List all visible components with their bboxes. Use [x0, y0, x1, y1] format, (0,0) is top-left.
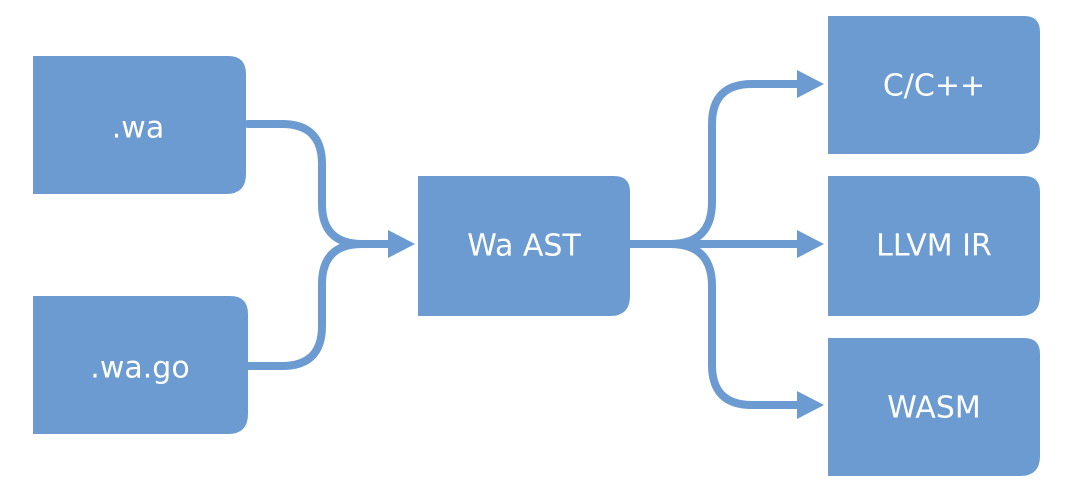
arrowhead-to-ast — [388, 230, 415, 258]
node-wa-label: .wa — [112, 111, 164, 146]
node-ast-label: Wa AST — [467, 229, 581, 264]
node-wasm-label: WASM — [887, 391, 980, 426]
node-wasm: WASM — [828, 338, 1040, 476]
node-llvm-label: LLVM IR — [876, 229, 992, 264]
node-cpp: C/C++ — [828, 16, 1040, 154]
node-llvm: LLVM IR — [828, 176, 1040, 316]
arrowhead-to-cpp — [797, 70, 824, 98]
node-ast: Wa AST — [418, 176, 630, 316]
arrowhead-to-llvm — [797, 230, 824, 258]
node-wasm-box — [828, 338, 1040, 476]
node-ast-box — [418, 176, 630, 316]
connector-wago-to-ast — [244, 240, 396, 370]
connectors — [244, 80, 804, 409]
node-llvm-box — [828, 176, 1040, 316]
connector-ast-to-cpp — [624, 80, 804, 248]
connector-ast-to-wasm — [624, 240, 804, 409]
arrowheads — [388, 70, 824, 419]
node-wago: .wa.go — [33, 296, 248, 434]
arrowhead-to-wasm — [797, 391, 824, 419]
node-wa: .wa — [33, 56, 246, 194]
node-cpp-box — [828, 16, 1040, 154]
node-wago-label: .wa.go — [90, 351, 189, 386]
node-wago-box — [33, 296, 248, 434]
connector-wa-to-ast — [244, 120, 396, 248]
node-wa-box — [33, 56, 246, 194]
node-cpp-label: C/C++ — [883, 69, 985, 104]
